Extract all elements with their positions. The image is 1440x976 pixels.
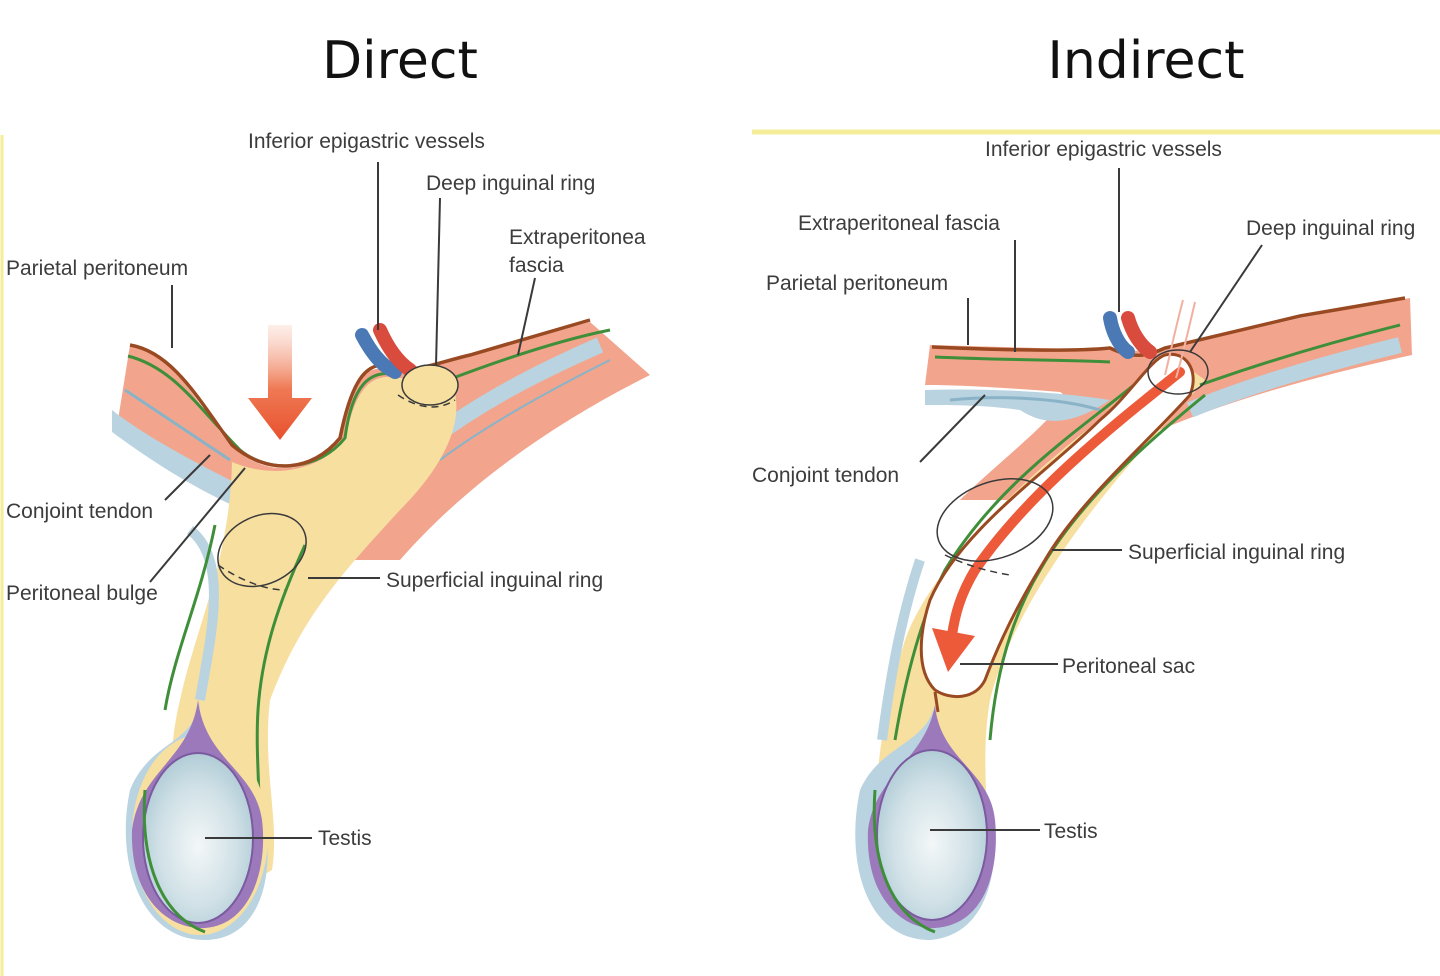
direct-label-deep-ring: Deep inguinal ring xyxy=(426,172,595,195)
indirect-label-inferior-epigastric: Inferior epigastric vessels xyxy=(985,138,1222,161)
direct-label-bulge: Peritoneal bulge xyxy=(6,582,158,605)
indirect-label-deep-ring: Deep inguinal ring xyxy=(1246,217,1415,240)
indirect-deep-ring xyxy=(1147,349,1209,395)
indirect-spermatic-fat xyxy=(876,362,1205,860)
direct-title: Direct xyxy=(322,31,478,91)
direct-label-extraperitoneal-2: fascia xyxy=(509,254,564,277)
indirect-label-conjoint: Conjoint tendon xyxy=(752,464,899,487)
indirect-epigastric-vessels-icon xyxy=(1103,311,1157,359)
direct-deep-ring xyxy=(401,364,459,406)
indirect-label-extraperitoneal: Extraperitoneal fascia xyxy=(798,212,1000,235)
direct-hernia-arrow-icon xyxy=(248,325,312,440)
direct-label-parietal: Parietal peritoneum xyxy=(6,257,188,280)
direct-panel: Direct xyxy=(6,31,650,940)
indirect-testis-icon xyxy=(855,705,996,940)
indirect-title: Indirect xyxy=(1048,31,1245,91)
indirect-peritoneal-sac xyxy=(919,352,1195,699)
indirect-hernia-arrow-icon xyxy=(947,367,1185,640)
direct-label-conjoint: Conjoint tendon xyxy=(6,500,153,523)
indirect-panel: Indirect xyxy=(752,31,1415,940)
direct-spermatic-fat xyxy=(170,376,457,880)
indirect-label-sac: Peritoneal sac xyxy=(1062,655,1195,678)
direct-label-superficial: Superficial inguinal ring xyxy=(386,569,603,592)
direct-superficial-ring xyxy=(217,512,307,588)
direct-label-inferior-epigastric: Inferior epigastric vessels xyxy=(248,130,485,153)
indirect-superficial-ring xyxy=(936,478,1054,562)
direct-epigastric-vessels-icon xyxy=(355,323,417,379)
indirect-label-testis: Testis xyxy=(1044,820,1098,843)
direct-testis-icon xyxy=(125,700,268,940)
direct-label-extraperitoneal: Extraperitonea xyxy=(509,226,646,249)
indirect-label-parietal: Parietal peritoneum xyxy=(766,272,948,295)
direct-label-testis: Testis xyxy=(318,827,372,850)
indirect-label-superficial: Superficial inguinal ring xyxy=(1128,541,1345,564)
